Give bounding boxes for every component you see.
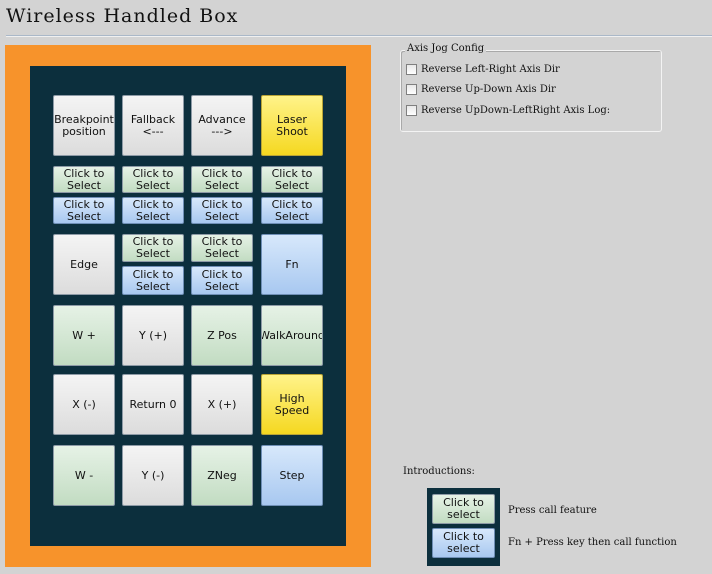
y-plus-key[interactable]: Y (+): [122, 305, 184, 366]
legend-green-sample: Click to select: [432, 494, 495, 524]
legend-green-description: Press call feature: [508, 505, 597, 516]
reverse-left-right-checkbox[interactable]: [406, 64, 417, 75]
axis-jog-config-group: [400, 50, 662, 132]
window-title: Wireless Handled Box: [6, 5, 239, 27]
select-blue-5[interactable]: Click to Select: [122, 266, 184, 295]
select-green-6[interactable]: Click to Select: [191, 234, 253, 262]
edge-key[interactable]: Edge: [53, 234, 115, 295]
select-green-5[interactable]: Click to Select: [122, 234, 184, 262]
step-key[interactable]: Step: [261, 445, 323, 506]
advance-key[interactable]: Advance --->: [191, 95, 253, 156]
z-neg-key[interactable]: ZNeg: [191, 445, 253, 506]
y-minus-key[interactable]: Y (-): [122, 445, 184, 506]
return-zero-key[interactable]: Return 0: [122, 374, 184, 435]
select-green-2[interactable]: Click to Select: [122, 166, 184, 193]
select-green-3[interactable]: Click to Select: [191, 166, 253, 193]
laser-shoot-key[interactable]: Laser Shoot: [261, 95, 323, 156]
select-blue-3[interactable]: Click to Select: [191, 197, 253, 224]
walkaround-key[interactable]: WalkAround: [261, 305, 323, 366]
legend-blue-sample: Click to select: [432, 528, 495, 558]
w-minus-key[interactable]: W -: [53, 445, 115, 506]
select-green-4[interactable]: Click to Select: [261, 166, 323, 193]
reverse-axis-log-checkbox[interactable]: [406, 105, 417, 116]
legend-blue-description: Fn + Press key then call function: [508, 537, 677, 548]
title-divider: [6, 35, 712, 37]
select-blue-4[interactable]: Click to Select: [261, 197, 323, 224]
reverse-left-right-option[interactable]: Reverse Left-Right Axis Dir: [406, 64, 560, 75]
high-speed-key[interactable]: High Speed: [261, 374, 323, 435]
select-green-1[interactable]: Click to Select: [53, 166, 115, 193]
select-blue-1[interactable]: Click to Select: [53, 197, 115, 224]
breakpoint-position-key[interactable]: Breakpoint position: [53, 95, 115, 156]
reverse-axis-log-option[interactable]: Reverse UpDown-LeftRight Axis Log:: [406, 105, 610, 116]
z-pos-key[interactable]: Z Pos: [191, 305, 253, 366]
x-minus-key[interactable]: X (-): [53, 374, 115, 435]
select-blue-2[interactable]: Click to Select: [122, 197, 184, 224]
fn-key[interactable]: Fn: [261, 234, 323, 295]
fallback-key[interactable]: Fallback <---: [122, 95, 184, 156]
x-plus-key[interactable]: X (+): [191, 374, 253, 435]
reverse-up-down-checkbox[interactable]: [406, 84, 417, 95]
axis-jog-config-title: Axis Jog Config: [405, 43, 487, 54]
select-blue-6[interactable]: Click to Select: [191, 266, 253, 295]
reverse-up-down-option[interactable]: Reverse Up-Down Axis Dir: [406, 84, 556, 95]
reverse-axis-log-label: Reverse UpDown-LeftRight Axis Log:: [421, 105, 611, 116]
introductions-title: Introductions:: [403, 466, 475, 477]
reverse-left-right-label: Reverse Left-Right Axis Dir: [421, 64, 560, 75]
w-plus-key[interactable]: W +: [53, 305, 115, 366]
reverse-up-down-label: Reverse Up-Down Axis Dir: [421, 84, 556, 95]
